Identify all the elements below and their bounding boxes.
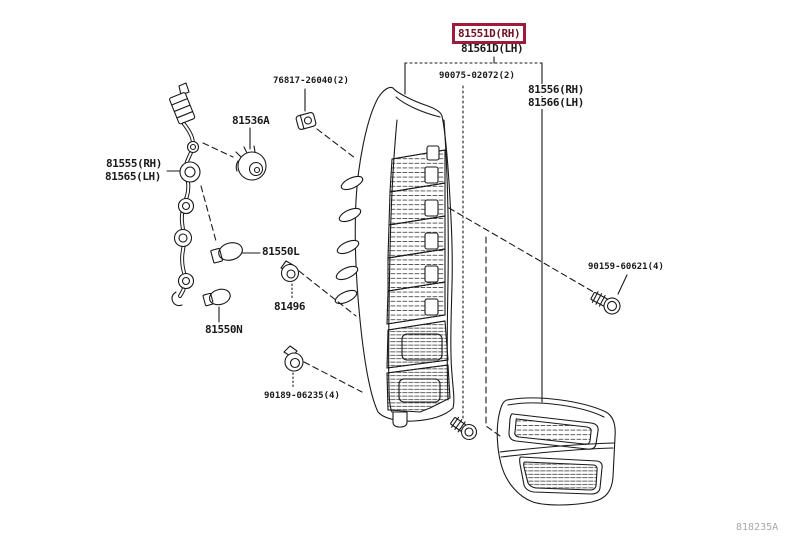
part-label-81551d-highlighted[interactable]: 81551D(RH) bbox=[452, 23, 527, 44]
part-label-76817-26040[interactable]: 76817-26040(2) bbox=[273, 76, 349, 86]
part-label-81566[interactable]: 81566(LH) bbox=[527, 96, 586, 109]
part-label-81556[interactable]: 81556(RH) bbox=[527, 83, 586, 96]
bulb-81550l-art bbox=[210, 242, 243, 264]
part-label-90159-60621[interactable]: 90159-60621(4) bbox=[588, 262, 664, 272]
part-label-90189-06235[interactable]: 90189-06235(4) bbox=[264, 391, 340, 401]
lamp-cover-art bbox=[496, 397, 616, 506]
wire-harness-art bbox=[169, 82, 201, 307]
part-label-81555[interactable]: 81555(RH) bbox=[106, 157, 163, 170]
socket-81536a-art bbox=[235, 145, 267, 181]
bulb-81550n-art bbox=[202, 288, 231, 307]
part-label-81550l[interactable]: 81550L bbox=[262, 245, 300, 258]
part-label-81536a[interactable]: 81536A bbox=[232, 114, 270, 127]
tail-lamp-body-art bbox=[334, 86, 455, 428]
clip-76817-art bbox=[295, 112, 317, 130]
part-label-81561d[interactable]: 81561D(LH) bbox=[461, 42, 524, 55]
screw-90159-art bbox=[590, 291, 621, 315]
screw-90075-art bbox=[450, 416, 478, 441]
grommet-81496-art bbox=[280, 260, 300, 283]
part-label-81565[interactable]: 81565(LH) bbox=[105, 170, 162, 183]
part-label-90075-02072[interactable]: 90075-02072(2) bbox=[439, 71, 515, 81]
part-label-81550n[interactable]: 81550N bbox=[205, 323, 243, 336]
grommet-90189-art bbox=[283, 345, 304, 372]
callout-lines bbox=[166, 56, 628, 437]
diagram-id-watermark: 818235A bbox=[736, 522, 779, 533]
part-label-81496[interactable]: 81496 bbox=[274, 300, 306, 313]
